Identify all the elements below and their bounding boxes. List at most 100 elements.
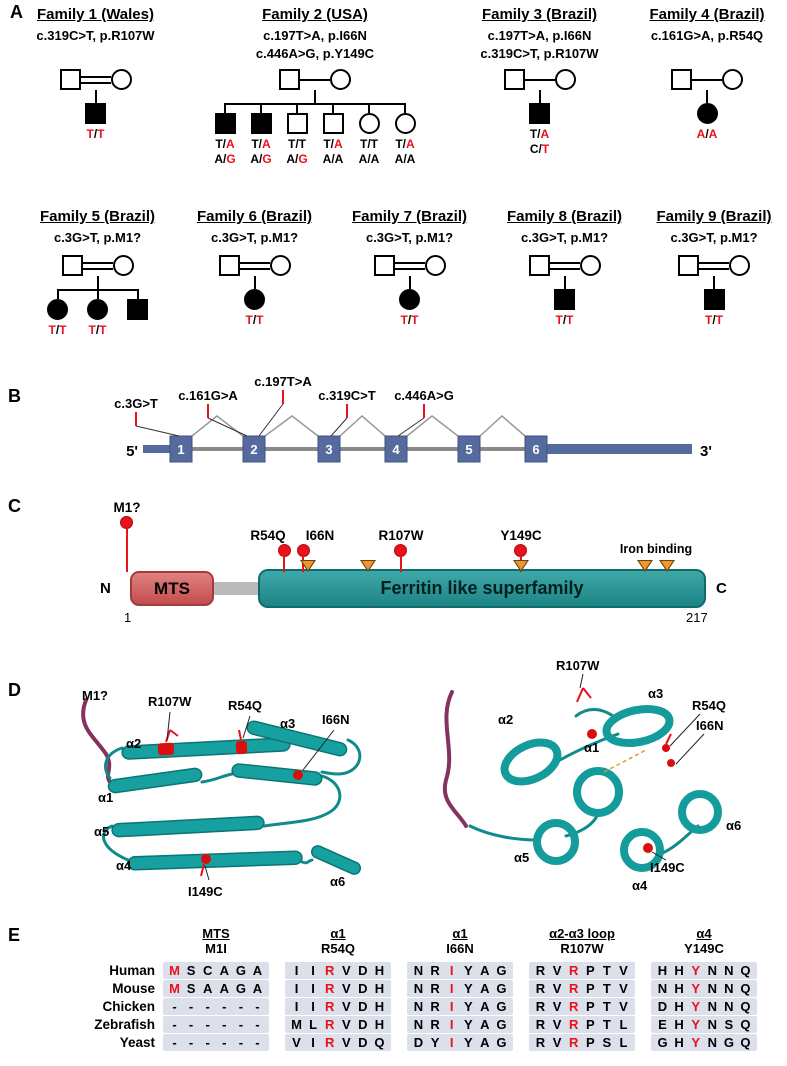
- allele: T: [97, 127, 105, 141]
- iron-binding-triangle: [360, 560, 376, 572]
- residue: -: [222, 999, 227, 1014]
- allele: T: [529, 127, 538, 141]
- residue: R: [430, 1017, 440, 1032]
- residue: R: [535, 963, 546, 978]
- allele: G: [226, 152, 236, 166]
- descent-line: [563, 276, 566, 289]
- family-variant: c.197T>A, p.I66N: [263, 28, 367, 43]
- structure-label-i66n: I66N: [322, 712, 350, 727]
- father-symbol: [61, 255, 83, 276]
- residue: I: [294, 981, 299, 996]
- pedigree: T/A A/G T/A A/G T/T A/G: [192, 69, 438, 167]
- descent-line: [408, 276, 411, 289]
- structure-label-r107w: R107W: [148, 694, 192, 709]
- descent-line: [296, 103, 298, 113]
- affected-female-symbol: [399, 289, 420, 310]
- residue: N: [707, 999, 717, 1014]
- residue: C: [202, 963, 213, 978]
- consanguineous-couple-line: [549, 261, 580, 270]
- allele: T: [715, 313, 724, 327]
- residue: -: [255, 999, 260, 1014]
- residue: N: [707, 963, 717, 978]
- variant-label: Y149C: [684, 941, 724, 956]
- residue: S: [602, 1035, 612, 1050]
- residue: V: [341, 1017, 351, 1032]
- residue: L: [619, 1017, 628, 1032]
- pedigree-child: T/A C/T: [529, 103, 550, 157]
- residue: L: [309, 1017, 318, 1032]
- residue: R: [535, 981, 546, 996]
- residue: D: [358, 1017, 368, 1032]
- family-variant: c.3G>T, p.M1?: [365, 230, 454, 245]
- mother-symbol: [330, 69, 351, 90]
- residue: H: [674, 1017, 684, 1032]
- three-prime-label: 3': [700, 443, 712, 460]
- region-label: α4: [696, 926, 712, 941]
- female-symbol: [394, 113, 416, 134]
- mother-symbol: [729, 255, 750, 276]
- family-variant: c.197T>A, p.I66N: [487, 28, 592, 43]
- mutation-label-r54q: R54Q: [250, 528, 286, 543]
- family-variant: c.319C>T, p.R107W: [36, 28, 155, 43]
- residue: T: [602, 963, 611, 978]
- structure-label-a3: α3: [280, 716, 296, 731]
- allele: T: [541, 142, 550, 156]
- allele: T: [245, 313, 253, 327]
- descent-line: [314, 90, 316, 103]
- residue: N: [724, 963, 734, 978]
- consanguineous-couple-line: [699, 261, 729, 270]
- descent-line: [224, 103, 226, 113]
- residue-start: 1: [124, 610, 132, 625]
- variant-label: c.319C>T: [318, 388, 376, 403]
- descent-line: [56, 289, 59, 299]
- residue: V: [552, 1035, 562, 1050]
- panel-label-c: C: [8, 496, 21, 516]
- residue: Y: [463, 981, 473, 996]
- descent-line: [96, 276, 99, 289]
- family-6: Family 6 (Brazil) c.3G>T, p.M1? T/T: [182, 208, 327, 328]
- mutation-label-m1: M1?: [113, 500, 141, 515]
- residue: V: [341, 999, 351, 1014]
- pedigree: T/A C/T: [452, 69, 627, 157]
- residue: G: [496, 1017, 507, 1032]
- residue: E: [658, 1017, 667, 1032]
- pedigree-child: T/T: [38, 289, 78, 338]
- splice-chevrons: [191, 414, 526, 437]
- structure-label-a2: α2: [126, 736, 142, 751]
- residue: H: [674, 981, 684, 996]
- allele: T: [48, 323, 56, 337]
- residue: R: [568, 999, 579, 1014]
- family-variant: c.3G>T, p.M1?: [53, 230, 142, 245]
- allele: T: [370, 137, 379, 151]
- residue: I: [449, 1035, 454, 1050]
- affected-male-symbol: [214, 113, 236, 134]
- allele: A: [696, 127, 706, 141]
- family-variant: c.3G>T, p.M1?: [670, 230, 758, 245]
- residue: H: [374, 999, 385, 1014]
- residue: R: [324, 1017, 335, 1032]
- mutation-label-y149c: Y149C: [500, 528, 542, 543]
- residue: M: [291, 1017, 302, 1032]
- structure-label-a5: α5: [514, 850, 530, 865]
- variant-label: R54Q: [321, 941, 355, 956]
- exon-number: 1: [177, 442, 184, 457]
- residue: G: [496, 963, 507, 978]
- residue: D: [358, 1035, 368, 1050]
- residue: P: [585, 1017, 595, 1032]
- species-name: Mouse: [112, 981, 155, 996]
- residue: -: [238, 1017, 244, 1032]
- residue: D: [657, 999, 668, 1014]
- five-prime-label: 5': [126, 443, 138, 460]
- affected-female-symbol: [244, 289, 265, 310]
- genotype: T/A A/A: [394, 137, 416, 166]
- structure-label-a6: α6: [330, 874, 346, 889]
- pedigree: T/T: [337, 255, 482, 328]
